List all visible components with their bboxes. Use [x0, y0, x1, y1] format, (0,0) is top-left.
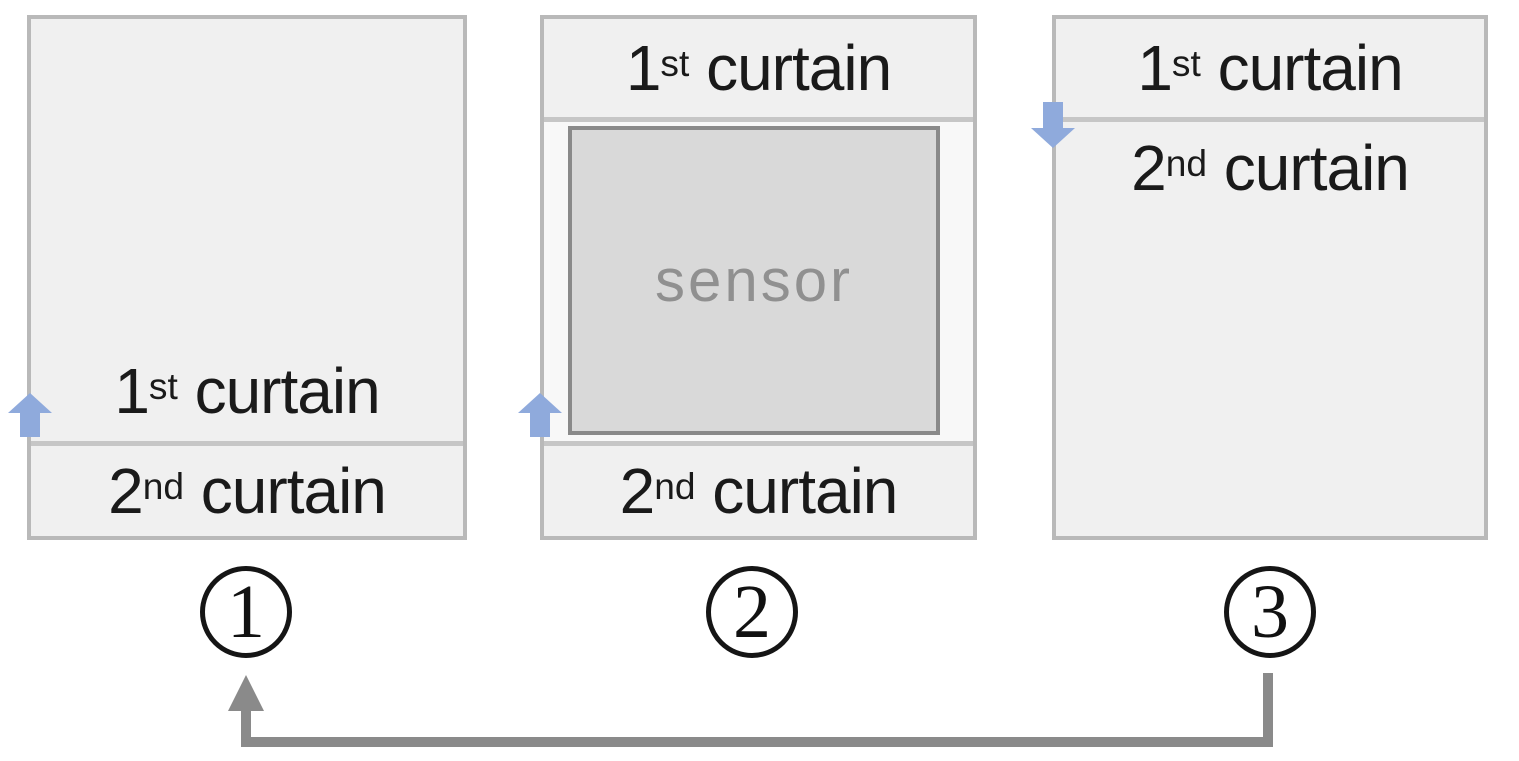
second-curtain-label: 2nd curtain: [1131, 136, 1410, 200]
first-curtain-sup: st: [660, 41, 690, 84]
step-number: 2: [733, 570, 771, 654]
step-badge-3: 3: [1224, 566, 1316, 658]
first-curtain-label: 1st curtain: [114, 359, 380, 423]
first-curtain-label: 1st curtain: [1137, 36, 1403, 100]
second-curtain-word: curtain: [1207, 132, 1410, 204]
down-arrow-icon: [1031, 102, 1075, 148]
second-curtain-label: 2nd curtain: [108, 459, 387, 523]
up-arrow-icon: [8, 393, 52, 437]
second-curtain-strip: 2nd curtain: [544, 441, 973, 536]
second-curtain-num: 2: [619, 455, 656, 527]
cycle-arrow: [228, 673, 1273, 747]
shutter-panel-step-3: 1st curtain 2nd curtain: [1052, 15, 1488, 540]
first-curtain-num: 1: [114, 355, 150, 427]
second-curtain-label: 2nd curtain: [620, 459, 899, 523]
first-curtain-word: curtain: [1200, 32, 1404, 104]
up-arrow-shape: [8, 393, 52, 437]
step-badge-1: 1: [200, 566, 292, 658]
shutter-panel-step-1: 1st curtain 2nd curtain: [27, 15, 467, 540]
second-curtain-sup: nd: [1165, 141, 1207, 184]
second-curtain-word: curtain: [695, 455, 898, 527]
up-arrow-shape: [518, 393, 562, 437]
second-curtain-region: 2nd curtain: [1056, 122, 1484, 536]
cycle-arrow-line: [241, 673, 1273, 747]
shutter-panel-step-2: 1st curtain sensor 2nd curtain: [540, 15, 977, 540]
sensor-box: sensor: [568, 126, 940, 435]
up-arrow-icon: [518, 393, 562, 437]
step-number: 3: [1251, 570, 1289, 654]
first-curtain-sup: st: [148, 364, 178, 407]
open-shutter-area: sensor: [544, 122, 973, 441]
sensor-label: sensor: [654, 246, 854, 314]
first-curtain-region: 1st curtain: [31, 19, 463, 441]
second-curtain-sup: nd: [654, 464, 696, 507]
second-curtain-num: 2: [1131, 132, 1167, 204]
first-curtain-num: 1: [625, 32, 662, 104]
first-curtain-num: 1: [1137, 32, 1173, 104]
step-number: 1: [227, 570, 265, 654]
second-curtain-sup: nd: [142, 464, 184, 507]
cycle-arrowhead: [228, 675, 264, 711]
second-curtain-strip: 2nd curtain: [31, 441, 463, 536]
first-curtain-word: curtain: [177, 355, 381, 427]
first-curtain-sup: st: [1171, 41, 1201, 84]
second-curtain-num: 2: [108, 455, 144, 527]
second-curtain-word: curtain: [184, 455, 387, 527]
first-curtain-label: 1st curtain: [626, 36, 892, 100]
first-curtain-strip: 1st curtain: [1056, 19, 1484, 122]
first-curtain-word: curtain: [689, 32, 892, 104]
first-curtain-strip: 1st curtain: [544, 19, 973, 122]
step-badge-2: 2: [706, 566, 798, 658]
down-arrow-shape: [1031, 102, 1075, 148]
